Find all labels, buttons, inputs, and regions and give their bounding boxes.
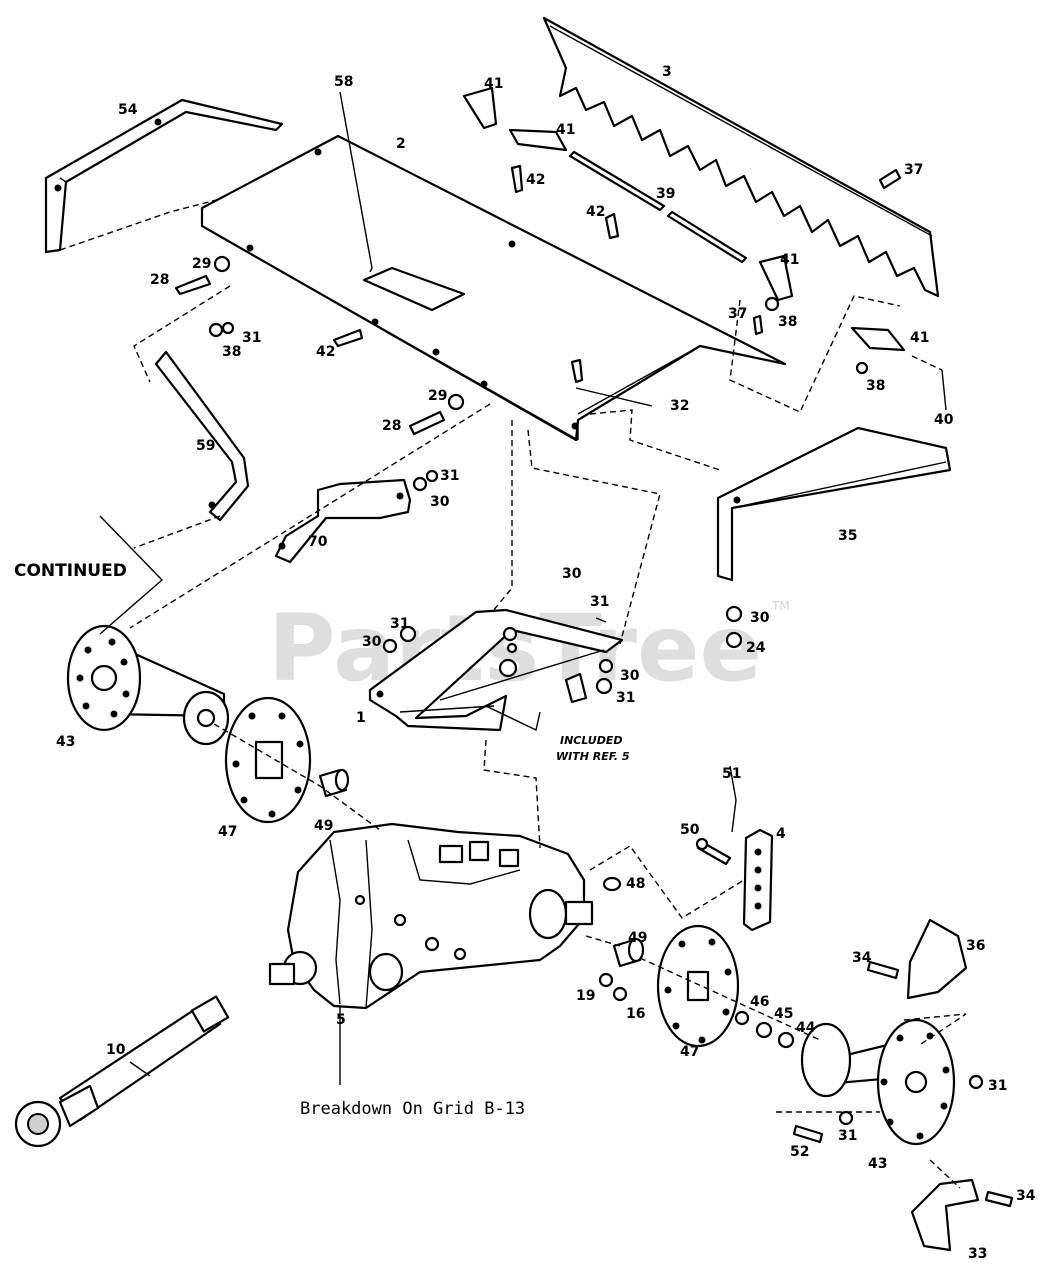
label-29b: 29 [428, 388, 447, 404]
label-45: 45 [774, 1006, 793, 1022]
label-31g: 31 [838, 1128, 857, 1144]
label-41d: 41 [910, 330, 929, 346]
part-43-hub-left [66, 624, 230, 746]
label-37a: 37 [904, 162, 923, 178]
part-2-deck [200, 134, 787, 442]
label-50: 50 [680, 822, 700, 838]
label-46: 46 [750, 994, 769, 1010]
part-51-clip [729, 765, 737, 833]
label-52: 52 [790, 1144, 809, 1160]
part-48-key [602, 876, 622, 892]
label-42c: 42 [316, 344, 335, 360]
label-19: 19 [576, 988, 595, 1004]
part-1-center-bracket [368, 608, 624, 732]
label-31b: 31 [440, 468, 459, 484]
label-31f: 31 [988, 1078, 1007, 1094]
label-30a: 30 [430, 494, 450, 510]
label-31d: 31 [390, 616, 409, 632]
part-49-spacer-right [612, 937, 645, 968]
label-32: 32 [670, 398, 689, 414]
label-41a: 41 [484, 76, 503, 92]
part-41-clips [462, 86, 906, 352]
label-54: 54 [118, 102, 138, 118]
label-43a: 43 [56, 734, 75, 750]
label-2: 2 [396, 136, 406, 152]
label-49b: 49 [628, 930, 647, 946]
part-43-hub-right [800, 1018, 956, 1146]
part-10-driveshaft [14, 995, 230, 1148]
label-28a: 28 [150, 272, 169, 288]
label-41b: 41 [556, 122, 575, 138]
breakdown-note: Breakdown On Grid B-13 [300, 1099, 525, 1119]
included-note-line2: WITH REF. 5 [556, 750, 630, 763]
continued-note: CONTINUED [14, 561, 127, 581]
label-31a: 31 [242, 330, 261, 346]
label-36: 36 [966, 938, 985, 954]
label-38c: 38 [866, 378, 885, 394]
label-42a: 42 [526, 172, 545, 188]
part-33-bracket [910, 1178, 980, 1252]
label-31c: 31 [590, 594, 609, 610]
label-3: 3 [662, 64, 672, 80]
label-4: 4 [776, 826, 786, 842]
part-labels: 1 2 3 4 5 10 16 19 24 28 28 29 29 30 30 … [56, 64, 1036, 1262]
label-5: 5 [336, 1012, 346, 1028]
label-24: 24 [746, 640, 766, 656]
label-10: 10 [106, 1042, 126, 1058]
label-40: 40 [934, 412, 954, 428]
label-47a: 47 [218, 824, 237, 840]
label-39: 39 [656, 186, 675, 202]
part-36-bracket [906, 918, 968, 1000]
part-39-rod [568, 150, 748, 264]
assembly-lines [99, 91, 967, 1189]
label-16: 16 [626, 1006, 645, 1022]
label-43b: 43 [868, 1156, 887, 1172]
label-30b: 30 [562, 566, 582, 582]
label-49a: 49 [314, 818, 333, 834]
label-70: 70 [308, 534, 328, 550]
label-30e: 30 [750, 610, 770, 626]
label-33: 33 [968, 1246, 987, 1262]
part-50-pin [695, 837, 732, 866]
label-41c: 41 [780, 252, 799, 268]
part-47-disc-left [224, 696, 312, 824]
label-38b: 38 [778, 314, 797, 330]
part-59-bracket [154, 350, 250, 522]
label-37b: 37 [728, 306, 747, 322]
label-34b: 34 [1016, 1188, 1036, 1204]
part-35-side-panel [716, 426, 952, 582]
label-59: 59 [196, 438, 215, 454]
label-47b: 47 [680, 1044, 699, 1060]
part-47-disc-right [656, 924, 740, 1048]
label-38a: 38 [222, 344, 241, 360]
label-44: 44 [796, 1020, 816, 1036]
label-29a: 29 [192, 256, 211, 272]
label-34a: 34 [852, 950, 872, 966]
part-4-bar [742, 828, 774, 932]
part-49-spacer-left [318, 768, 350, 798]
label-51: 51 [722, 766, 741, 782]
label-31e: 31 [616, 690, 635, 706]
watermark-trademark: TM [771, 599, 790, 613]
label-48: 48 [626, 876, 645, 892]
label-42b: 42 [586, 204, 605, 220]
part-5-gearbox [268, 822, 594, 1010]
label-28b: 28 [382, 418, 401, 434]
label-30d: 30 [620, 668, 640, 684]
label-1: 1 [356, 710, 366, 726]
label-58: 58 [334, 74, 353, 90]
part-70-bracket [274, 478, 412, 564]
included-note-line1: INCLUDED [560, 734, 623, 747]
hardware [174, 164, 1014, 1208]
part-3-shield [542, 16, 940, 298]
label-35: 35 [838, 528, 857, 544]
label-30c: 30 [362, 634, 382, 650]
